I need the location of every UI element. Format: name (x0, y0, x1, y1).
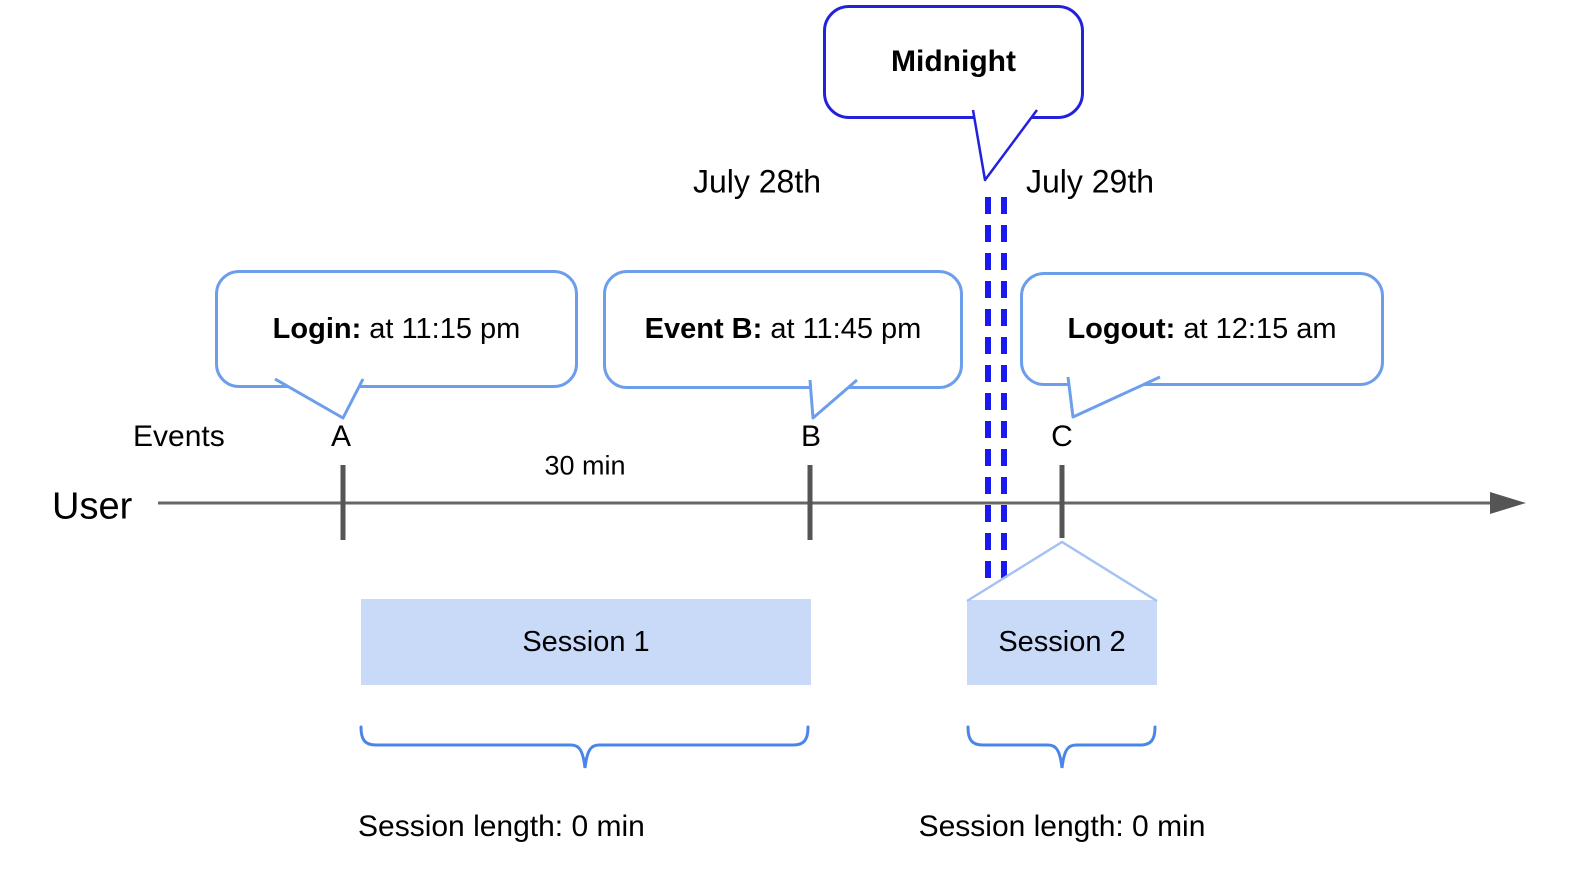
session-2-bar: Session 2 (967, 600, 1157, 685)
logout-callout: Logout: at 12:15 am (1020, 272, 1384, 386)
session-2-brace (966, 725, 1157, 769)
midnight-callout-label: Midnight (891, 45, 1016, 78)
event-b-callout-text: Event B: at 11:45 pm (645, 313, 922, 346)
date-label-july-28: July 28th (692, 163, 822, 200)
login-callout-label: Login: (272, 312, 362, 345)
event-b-callout-time: at 11:45 pm (762, 313, 922, 345)
events-row-label: Events (133, 420, 225, 453)
date-label-july-29: July 29th (1025, 163, 1155, 200)
event-marker-b: B (800, 420, 822, 453)
session-2-label: Session 2 (998, 626, 1126, 658)
session-2-funnel (966, 540, 1158, 603)
event-b-callout: Event B: at 11:45 pm (603, 270, 963, 389)
session-1-brace (359, 725, 810, 769)
event-marker-a: A (330, 420, 352, 453)
midnight-callout: Midnight (823, 5, 1084, 119)
session-1-length-label: Session length: 0 min (358, 810, 645, 843)
user-label: User (52, 485, 133, 528)
session-1-label: Session 1 (522, 625, 650, 658)
event-b-callout-label: Event B: (644, 313, 763, 345)
session-2-length-label: Session length: 0 min (918, 810, 1206, 843)
logout-callout-label: Logout: (1067, 312, 1176, 345)
logout-callout-text: Logout: at 12:15 am (1067, 313, 1336, 346)
login-callout-time: at 11:15 pm (361, 312, 521, 345)
event-marker-c: C (1051, 420, 1073, 453)
interval-label: 30 min (544, 450, 626, 481)
timeline-arrowhead (1490, 492, 1526, 514)
session-1-bar: Session 1 (361, 599, 811, 685)
login-callout: Login: at 11:15 pm (215, 270, 578, 388)
login-callout-text: Login: at 11:15 pm (273, 313, 521, 346)
logout-callout-time: at 12:15 am (1175, 312, 1337, 345)
